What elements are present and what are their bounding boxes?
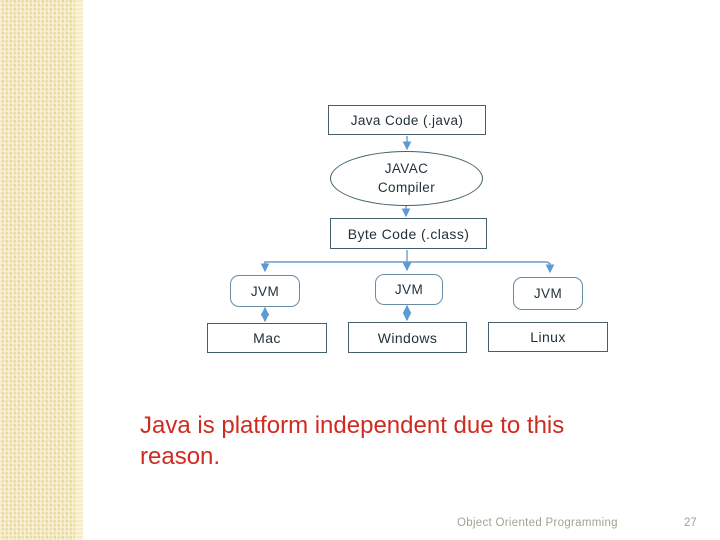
node-os-linux-label: Linux	[530, 329, 566, 345]
node-jvm-left-label: JVM	[250, 283, 280, 299]
node-os-linux: Linux	[488, 322, 608, 352]
node-java-code-label: Java Code (.java)	[350, 112, 464, 128]
node-byte-code: Byte Code (.class)	[330, 218, 487, 249]
node-jvm-right: JVM	[513, 277, 583, 310]
footer-course-title: Object Oriented Programming	[457, 517, 618, 529]
node-os-windows: Windows	[348, 322, 467, 353]
node-jvm-right-label: JVM	[533, 286, 563, 301]
node-jvm-center-label: JVM	[394, 282, 424, 297]
node-javac-compiler: JAVAC Compiler	[330, 151, 483, 206]
branch-line	[264, 261, 551, 267]
slide-caption: Java is platform independent due to this…	[140, 412, 565, 470]
node-byte-code-label: Byte Code (.class)	[347, 225, 470, 242]
left-decorative-band-edge	[75, 0, 83, 540]
node-java-code: Java Code (.java)	[328, 105, 486, 135]
node-os-mac: Mac	[207, 323, 327, 353]
slide-page-number: 27	[684, 517, 697, 529]
node-javac-label-line1: JAVAC	[384, 161, 429, 177]
node-os-windows-label: Windows	[377, 329, 438, 346]
node-javac-label-line2: Compiler	[377, 179, 436, 195]
node-os-mac-label: Mac	[253, 330, 281, 346]
node-jvm-center: JVM	[375, 274, 443, 305]
left-decorative-band	[0, 0, 75, 540]
node-jvm-left: JVM	[230, 275, 300, 307]
